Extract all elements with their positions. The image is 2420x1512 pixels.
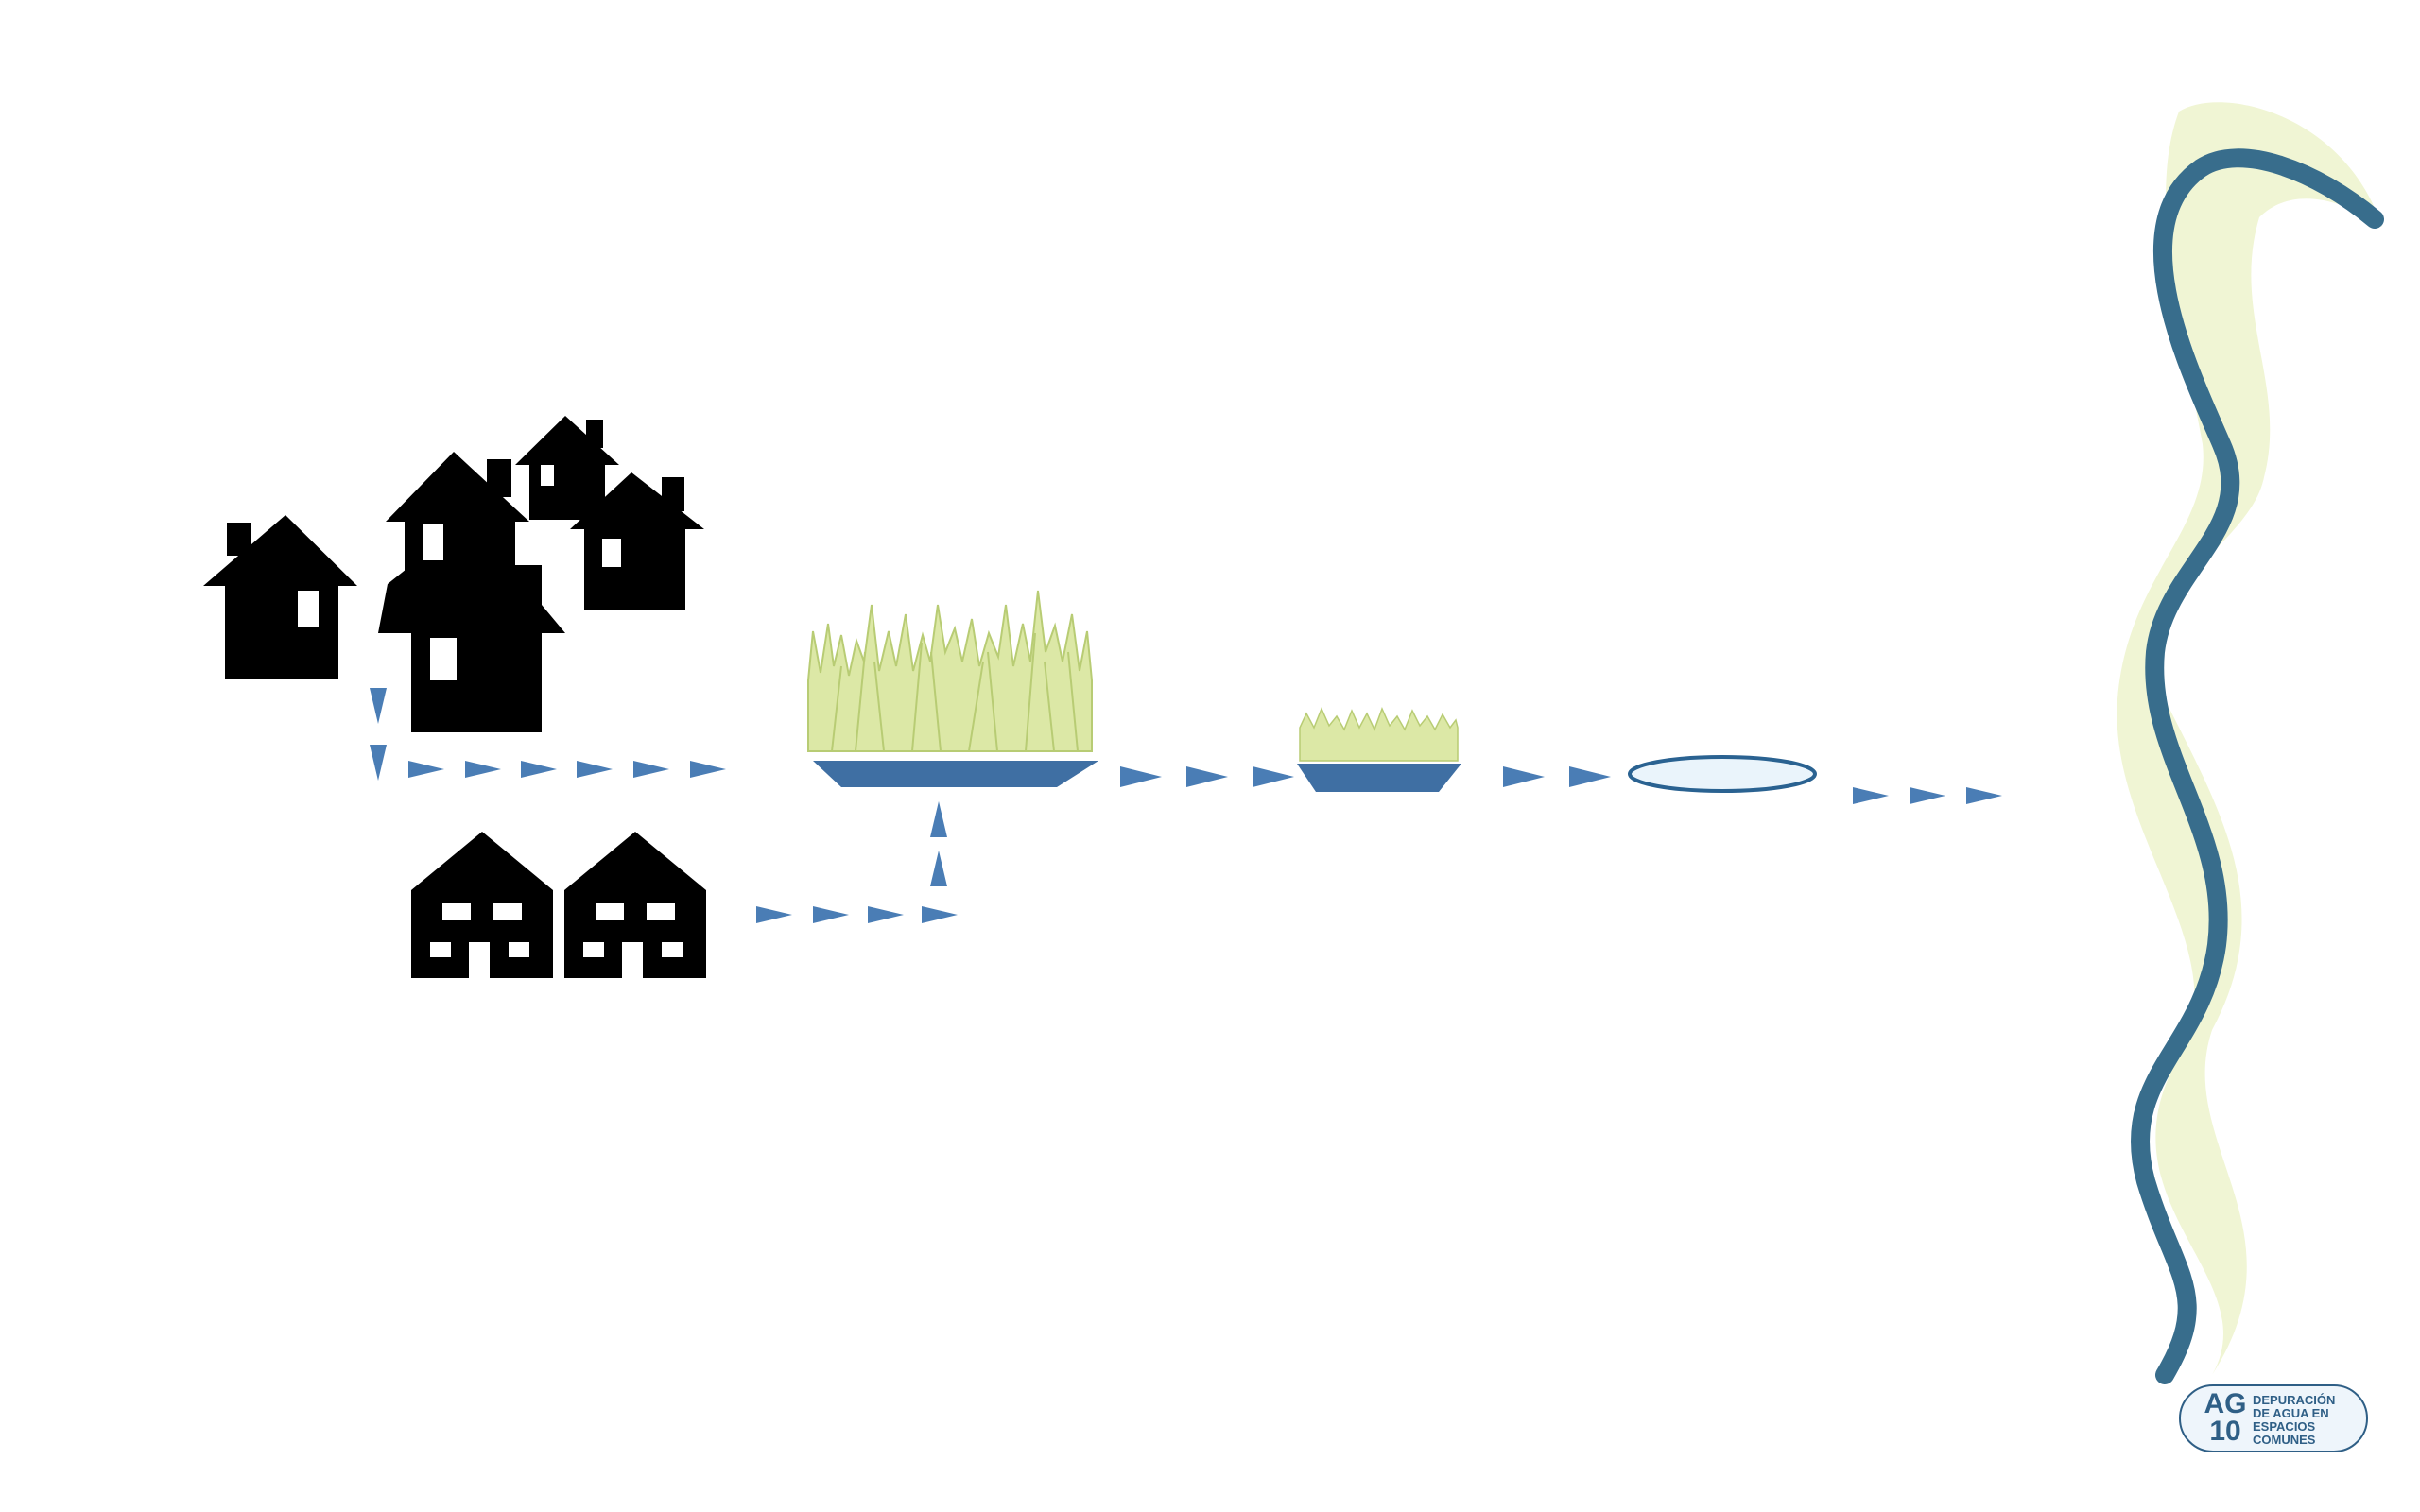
small-reed-bed-basin: [1297, 764, 1461, 792]
flow-arrow-icon: [756, 906, 792, 923]
badge-text-line4: COMUNES: [2253, 1433, 2316, 1447]
logo-badge: AG 10 DEPURACIÓN DE AGUA EN ESPACIOS COM…: [2179, 1384, 2368, 1452]
river-bank: [2117, 102, 2382, 1376]
flow-arrow-icon: [1910, 787, 1945, 804]
pond-icon: [1628, 755, 1817, 793]
reed-bed-reeds: [807, 590, 1093, 752]
flow-arrow-icon: [868, 906, 904, 923]
flow-arrow-icon: [1569, 766, 1611, 787]
row-house-icon: [411, 832, 553, 978]
row-house-icon: [564, 832, 706, 978]
house-icon: [515, 416, 619, 520]
reed-bed-icon: [807, 590, 1098, 787]
river-channel: [2131, 148, 2384, 1384]
house-icon: [203, 515, 357, 679]
badge-text-line3: ESPACIOS: [2253, 1419, 2316, 1434]
flow-arrow-icon: [370, 688, 387, 724]
flow-arrow-icon: [813, 906, 849, 923]
badge-code-line1: AG: [2204, 1388, 2247, 1419]
flow-arrow-icon: [1253, 766, 1294, 787]
house-icon: [378, 565, 565, 732]
badge-text: DEPURACIÓN DE AGUA EN ESPACIOS COMUNES: [2253, 1394, 2364, 1447]
reed-bed-icon: [1297, 706, 1461, 792]
flow-arrows: [370, 688, 2002, 923]
flow-arrow-icon: [930, 801, 947, 837]
flow-arrow-icon: [465, 761, 501, 778]
flow-arrow-icon: [930, 850, 947, 886]
flow-arrow-icon: [408, 761, 444, 778]
flow-arrow-icon: [1120, 766, 1162, 787]
flow-arrow-icon: [521, 761, 557, 778]
small-reed-bed-reeds: [1299, 706, 1459, 762]
house-icon: [570, 472, 704, 610]
flow-arrow-icon: [633, 761, 669, 778]
badge-text-line1: DEPURACIÓN: [2253, 1393, 2336, 1407]
badge-code: AG 10: [2202, 1388, 2249, 1447]
river-icon: [2117, 102, 2384, 1384]
badge-code-line2: 10: [2209, 1416, 2241, 1447]
flow-arrow-icon: [577, 761, 613, 778]
flow-arrow-icon: [1186, 766, 1228, 787]
flow-arrow-icon: [370, 745, 387, 781]
flow-arrow-icon: [1853, 787, 1889, 804]
flow-arrow-icon: [1503, 766, 1545, 787]
reed-bed-stems: [831, 632, 1079, 752]
house-cluster: [203, 416, 704, 732]
flow-arrow-icon: [1966, 787, 2002, 804]
flow-arrow-icon: [922, 906, 958, 923]
flow-arrow-icon: [690, 761, 726, 778]
row-houses: [411, 832, 706, 978]
badge-text-line2: DE AGUA EN: [2253, 1406, 2329, 1420]
reed-bed-basin: [813, 761, 1098, 787]
